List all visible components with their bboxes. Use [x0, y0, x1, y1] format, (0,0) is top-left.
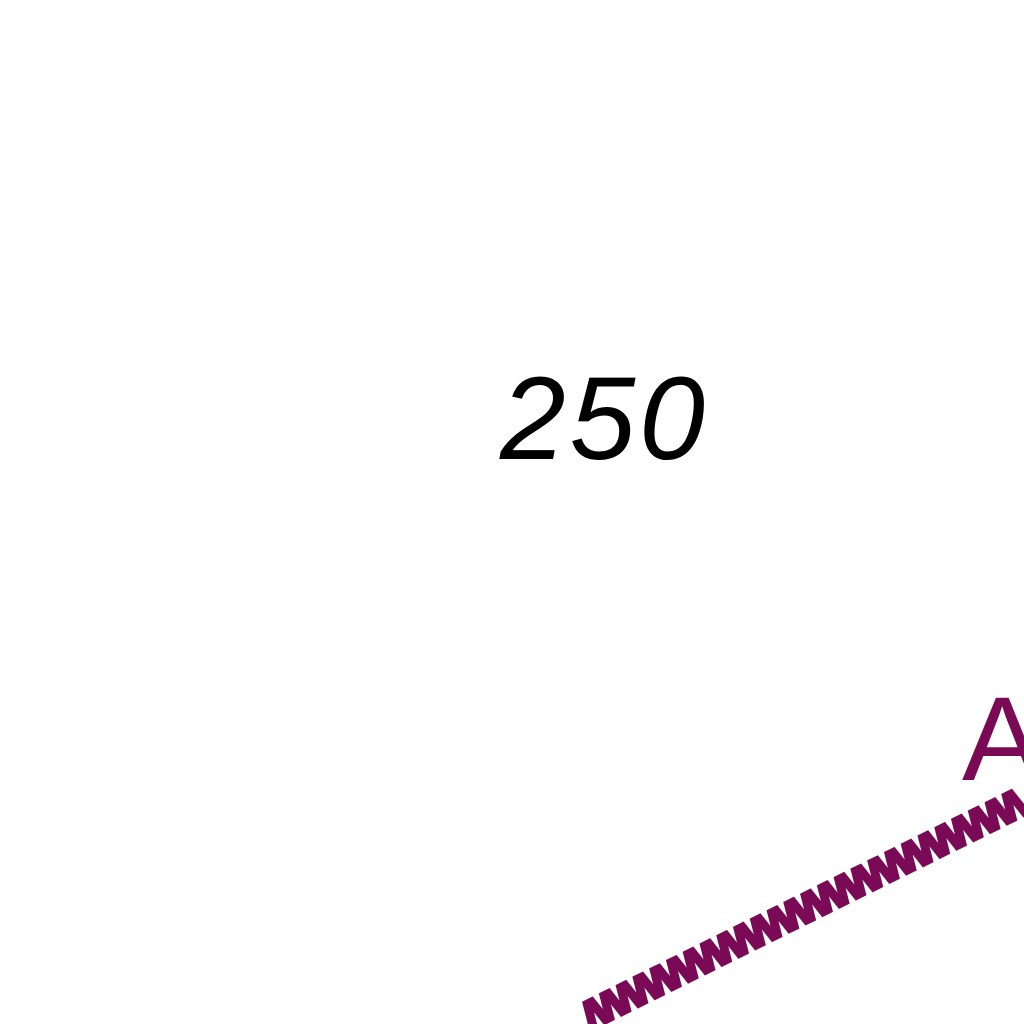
- value-label: 250: [500, 353, 709, 485]
- wavy-boundary-line: [582, 788, 1024, 1024]
- edge-letter-label: A: [962, 672, 1024, 806]
